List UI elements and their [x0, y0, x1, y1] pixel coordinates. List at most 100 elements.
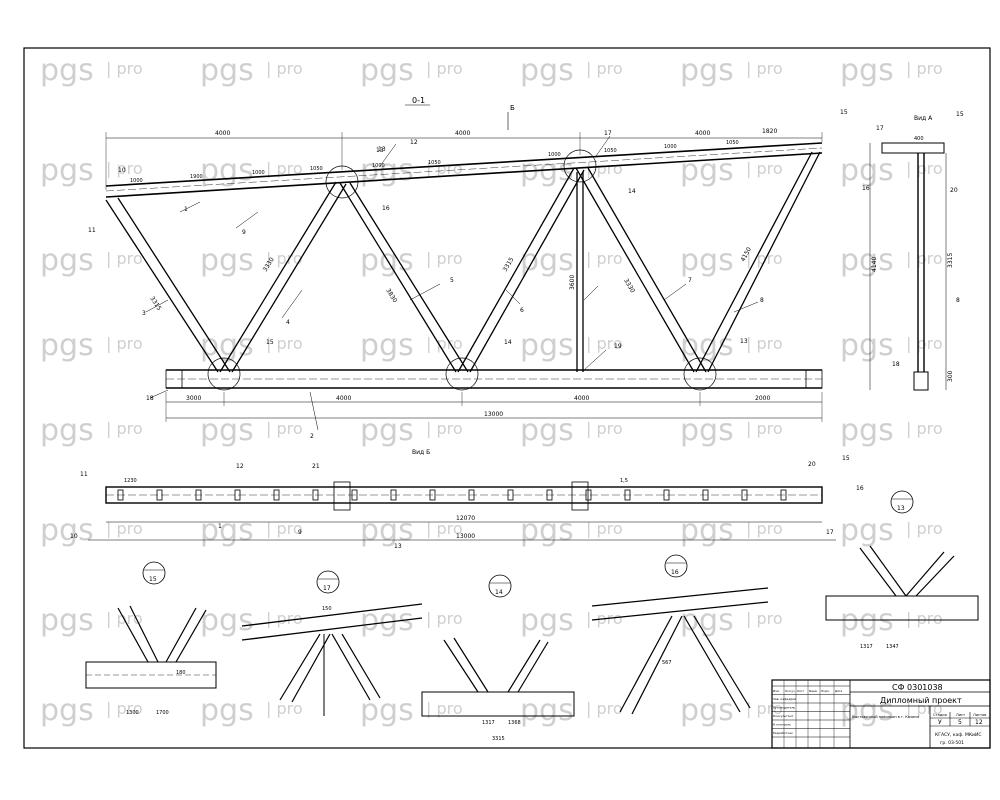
plan-callout: 10	[70, 533, 78, 540]
top-dim: 1000	[130, 178, 143, 184]
watermark-suffix: | pro	[586, 519, 623, 538]
end-dim: 1820	[762, 128, 777, 135]
watermark-suffix: | pro	[266, 699, 303, 718]
plan-rib	[312, 489, 319, 501]
plan-view-label: Вид Б	[412, 449, 430, 456]
side-callout: 17	[876, 125, 884, 132]
watermark-brand: pgs	[840, 243, 894, 278]
plan-callout: 15	[842, 455, 850, 462]
organization: КГАСУ, каф. МКиИС	[935, 732, 981, 738]
watermark-brand: pgs	[520, 328, 574, 363]
sheets-value: 12	[975, 719, 983, 726]
watermark-brand: pgs	[200, 53, 254, 88]
side-callout: 16	[862, 185, 870, 192]
callout-leaders	[145, 135, 759, 431]
detail-dim: 180	[176, 670, 186, 676]
watermark-brand: pgs	[360, 693, 414, 728]
watermark-brand: pgs	[360, 328, 414, 363]
member-length: 3600	[569, 275, 576, 290]
section-marker: Б	[510, 104, 515, 112]
sheets-header: Листов	[973, 713, 986, 717]
detail-dim: 3315	[492, 736, 505, 742]
sheet-value: 5	[958, 719, 962, 726]
watermark-suffix: | pro	[586, 419, 623, 438]
watermark-suffix: | pro	[906, 59, 943, 78]
watermark-brand: pgs	[680, 413, 734, 448]
watermark-brand: pgs	[520, 413, 574, 448]
callout: 7	[688, 277, 692, 284]
watermark-brand: pgs	[40, 53, 94, 88]
title-role-cell: Н.контроль	[773, 723, 791, 727]
detail-dim: 1368	[508, 720, 521, 726]
title-header-cell: Лист	[797, 689, 804, 693]
watermark-suffix: | pro	[106, 419, 143, 438]
plan-rib	[351, 489, 358, 501]
detail-16: 16 567	[591, 554, 769, 715]
detail-dim: 1347	[886, 644, 899, 650]
watermark-brand: pgs	[40, 603, 94, 638]
callout: 8	[760, 297, 764, 304]
plan-callout: 12	[236, 463, 244, 470]
plan-callout: 9	[298, 529, 302, 536]
plan-callout: 21	[312, 463, 320, 470]
side-callout: 15	[956, 111, 964, 118]
outer-frame	[23, 47, 991, 749]
stage-header: Стадия	[933, 713, 947, 717]
callout: 3	[142, 310, 146, 317]
watermark-brand: pgs	[680, 53, 734, 88]
node-number: 13	[740, 338, 748, 345]
detail-circle-number: 13	[897, 505, 905, 512]
watermark-suffix: | pro	[426, 519, 463, 538]
watermark-brand: pgs	[40, 693, 94, 728]
plan-dim-slope: 1,5	[620, 478, 628, 484]
watermark-brand: pgs	[840, 413, 894, 448]
watermark-brand: pgs	[520, 603, 574, 638]
top-dim: 1000	[664, 144, 677, 150]
title-header-cell: Подп.	[821, 689, 830, 693]
watermark-suffix: | pro	[266, 159, 303, 178]
watermark-suffix: | pro	[906, 699, 943, 718]
watermark-suffix: | pro	[746, 699, 783, 718]
callout: 15	[840, 109, 848, 116]
side-callout: 20	[950, 187, 958, 194]
member-length: 3830	[384, 287, 398, 304]
side-dim-mid: 3315	[947, 253, 954, 268]
title-header-cell: №док.	[809, 689, 818, 693]
callout: 1	[184, 206, 188, 213]
title-header-cell: Кол.уч.	[785, 689, 796, 693]
watermark-suffix: | pro	[106, 249, 143, 268]
watermark-suffix: | pro	[106, 519, 143, 538]
watermark-suffix: | pro	[746, 519, 783, 538]
node-number: 15	[266, 339, 274, 346]
detail-dim: 150	[322, 606, 332, 612]
callout: 13	[376, 147, 384, 154]
top-dim: 1050	[428, 160, 441, 166]
callout: 18	[146, 395, 154, 402]
watermark-brand: pgs	[200, 413, 254, 448]
span-top-1: 4000	[215, 130, 230, 137]
watermark-suffix: | pro	[426, 699, 463, 718]
top-chord	[105, 142, 823, 187]
title-header-cell: Изм.	[773, 689, 780, 693]
detail-dim: 1317	[860, 644, 873, 650]
title-header-cell: Дата	[835, 689, 843, 693]
watermark-brand: pgs	[200, 243, 254, 278]
watermark-brand: pgs	[360, 53, 414, 88]
plan-rib	[273, 489, 280, 501]
top-dim: 1050	[726, 140, 739, 146]
watermark-suffix: | pro	[426, 159, 463, 178]
side-view: Вид А 4140 3315 300 400 15 16 17 20 8 18	[862, 111, 964, 391]
plan-ribs	[117, 489, 787, 501]
watermark-suffix: | pro	[746, 159, 783, 178]
watermark-brand: pgs	[840, 53, 894, 88]
watermark-brand: pgs	[680, 513, 734, 548]
watermark-suffix: | pro	[266, 59, 303, 78]
plan-rib	[156, 489, 163, 501]
watermark-brand: pgs	[360, 413, 414, 448]
watermark-suffix: | pro	[906, 419, 943, 438]
watermark-suffix: | pro	[906, 609, 943, 628]
member-length: 3330	[622, 278, 636, 295]
watermark-suffix: | pro	[586, 249, 623, 268]
top-dim: 1050	[310, 166, 323, 172]
watermark-brand: pgs	[520, 53, 574, 88]
